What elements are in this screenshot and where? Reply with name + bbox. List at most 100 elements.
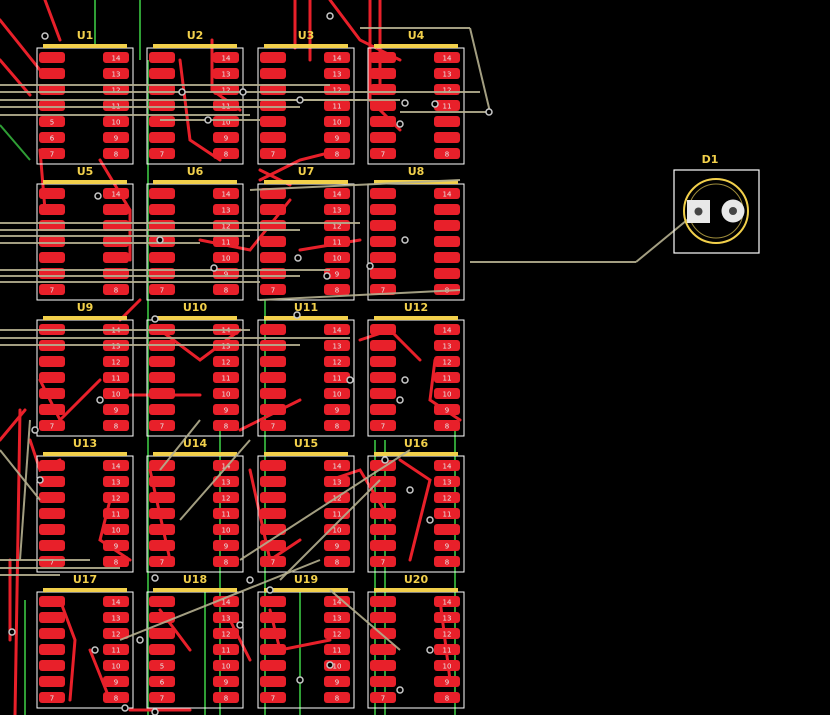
pad-left[interactable] [370,116,396,127]
pad-right[interactable] [324,628,350,639]
pad-left[interactable] [39,556,65,567]
pad-right[interactable] [434,52,460,63]
pad-right[interactable] [434,356,460,367]
pad-right[interactable] [324,460,350,471]
pad-left[interactable] [370,188,396,199]
pad-left[interactable] [149,204,175,215]
pad-right[interactable] [434,340,460,351]
pad-right[interactable] [434,692,460,703]
pad-right[interactable] [324,524,350,535]
pad-right[interactable] [324,420,350,431]
pad-right[interactable] [213,188,239,199]
pad-right[interactable] [213,596,239,607]
pad-left[interactable] [149,508,175,519]
pad-right[interactable] [213,644,239,655]
pad-right[interactable] [213,556,239,567]
pad-left[interactable] [370,284,396,295]
pad-right[interactable] [103,68,129,79]
pad-left[interactable] [39,644,65,655]
pad-right[interactable] [213,660,239,671]
pad-left[interactable] [39,68,65,79]
pad-left[interactable] [370,220,396,231]
pad-right[interactable] [213,284,239,295]
pad-left[interactable] [370,692,396,703]
pad-right[interactable] [213,476,239,487]
pad-left[interactable] [39,540,65,551]
pad-right[interactable] [434,116,460,127]
pad-right[interactable] [434,492,460,503]
pad-right[interactable] [324,100,350,111]
pad-right[interactable] [103,628,129,639]
pad-left[interactable] [39,508,65,519]
pad-left[interactable] [260,692,286,703]
led-footprint-d1[interactable]: D1 [673,153,760,254]
pad-left[interactable] [149,596,175,607]
pad-right[interactable] [103,420,129,431]
pad-left[interactable] [260,508,286,519]
pad-right[interactable] [103,692,129,703]
pad-left[interactable] [39,476,65,487]
pad-right[interactable] [324,68,350,79]
pad-right[interactable] [213,540,239,551]
pad-right[interactable] [103,236,129,247]
pad-left[interactable] [370,492,396,503]
pad-right[interactable] [103,372,129,383]
pad-right[interactable] [434,324,460,335]
pad-right[interactable] [213,100,239,111]
pad-right[interactable] [213,236,239,247]
pad-right[interactable] [324,540,350,551]
pad-left[interactable] [370,660,396,671]
pad-left[interactable] [149,628,175,639]
pad-left[interactable] [149,388,175,399]
pad-right[interactable] [324,476,350,487]
pad-right[interactable] [103,116,129,127]
pad-left[interactable] [370,540,396,551]
pad-left[interactable] [39,188,65,199]
pad-left[interactable] [260,324,286,335]
pad-right[interactable] [213,372,239,383]
pad-left[interactable] [370,84,396,95]
pad-left[interactable] [39,236,65,247]
pad-left[interactable] [370,612,396,623]
pad-left[interactable] [370,404,396,415]
pad-left[interactable] [260,628,286,639]
pad-right[interactable] [324,556,350,567]
pad-right[interactable] [434,204,460,215]
pad-left[interactable] [370,52,396,63]
pad-left[interactable] [370,132,396,143]
pad-left[interactable] [39,524,65,535]
pad-right[interactable] [103,660,129,671]
pad-left[interactable] [149,132,175,143]
pad-right[interactable] [324,612,350,623]
pad-right[interactable] [434,372,460,383]
pad-left[interactable] [370,268,396,279]
pad-right[interactable] [324,372,350,383]
pad-right[interactable] [324,404,350,415]
chip-u9[interactable]: U91413121110978 [36,301,134,437]
pad-right[interactable] [324,204,350,215]
pad-right[interactable] [103,540,129,551]
pad-right[interactable] [324,388,350,399]
pad-left[interactable] [260,460,286,471]
pad-right[interactable] [103,644,129,655]
pad-left[interactable] [260,476,286,487]
pad-left[interactable] [260,676,286,687]
pad-right[interactable] [103,556,129,567]
pad-right[interactable] [434,460,460,471]
pad-left[interactable] [149,492,175,503]
pad-right[interactable] [213,692,239,703]
pad-right[interactable] [103,524,129,535]
pad-left[interactable] [39,660,65,671]
pad-right[interactable] [213,420,239,431]
pad-left[interactable] [370,524,396,535]
pad-left[interactable] [149,356,175,367]
pad-right[interactable] [213,356,239,367]
